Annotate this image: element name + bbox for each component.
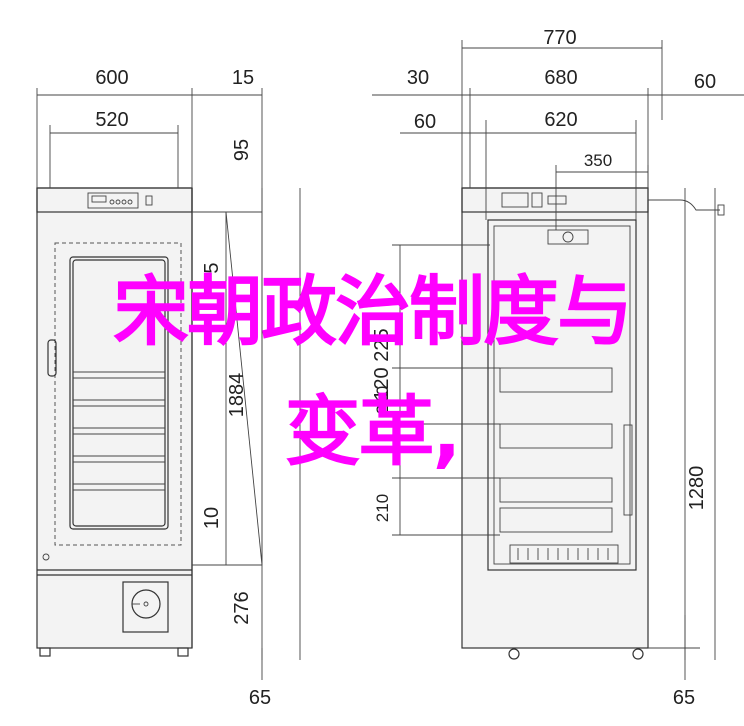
side-view xyxy=(372,40,744,680)
side-shelf-1 xyxy=(499,367,613,393)
dim-side-foot-offset: 65 xyxy=(673,687,695,709)
side-caster-right xyxy=(632,648,644,660)
side-inner-chamber xyxy=(487,219,637,571)
front-foot-right xyxy=(177,647,189,657)
dim-front-base-height: 276 xyxy=(231,591,253,624)
dim-side-shelf-pitch-c: 210 xyxy=(373,386,392,414)
dim-front-side-offset: 15 xyxy=(232,67,254,89)
dim-front-door-gap: 5 xyxy=(201,262,223,273)
front-cabinet-body xyxy=(36,187,193,649)
dim-side-depth-main: 680 xyxy=(544,67,577,89)
front-lock-icon xyxy=(42,553,50,561)
side-caster-left xyxy=(508,648,520,660)
side-shelf-3 xyxy=(499,477,613,503)
dim-side-inner-depth: 620 xyxy=(544,109,577,131)
front-foot-left xyxy=(39,647,51,657)
front-view xyxy=(36,88,301,680)
dim-front-top-height: 95 xyxy=(231,139,253,161)
front-chart-recorder xyxy=(122,581,169,633)
dim-front-width-total: 600 xyxy=(95,67,128,89)
dim-side-height-total: 1280 xyxy=(686,466,708,511)
dim-side-shelf-pitch-a: 225 xyxy=(371,328,393,361)
front-glass-pane xyxy=(69,256,169,530)
dim-side-inner-offset: 60 xyxy=(414,111,436,133)
side-shelf-2 xyxy=(499,423,613,449)
dim-front-bottom-gap: 10 xyxy=(201,507,223,529)
front-door-handle xyxy=(47,339,57,377)
front-control-display xyxy=(87,192,139,209)
dim-side-shelf-pitch-b: 120 xyxy=(371,367,393,400)
power-cord xyxy=(648,199,720,211)
dim-front-foot-offset: 65 xyxy=(249,687,271,709)
side-shelf-4 xyxy=(499,507,613,533)
front-door-outline xyxy=(54,242,182,546)
dim-side-shelf-depth: 350 xyxy=(584,151,612,170)
side-cabinet-body xyxy=(461,187,649,649)
dim-side-left-offset: 30 xyxy=(407,67,429,89)
dim-side-depth-total: 770 xyxy=(543,27,576,49)
dim-side-shelf-pitch-d: 210 xyxy=(373,494,392,522)
side-vent xyxy=(509,544,619,564)
dim-front-width-inner: 520 xyxy=(95,109,128,131)
dim-front-inner-height: 1884 xyxy=(226,373,248,418)
dim-side-right-offset: 60 xyxy=(694,71,716,93)
